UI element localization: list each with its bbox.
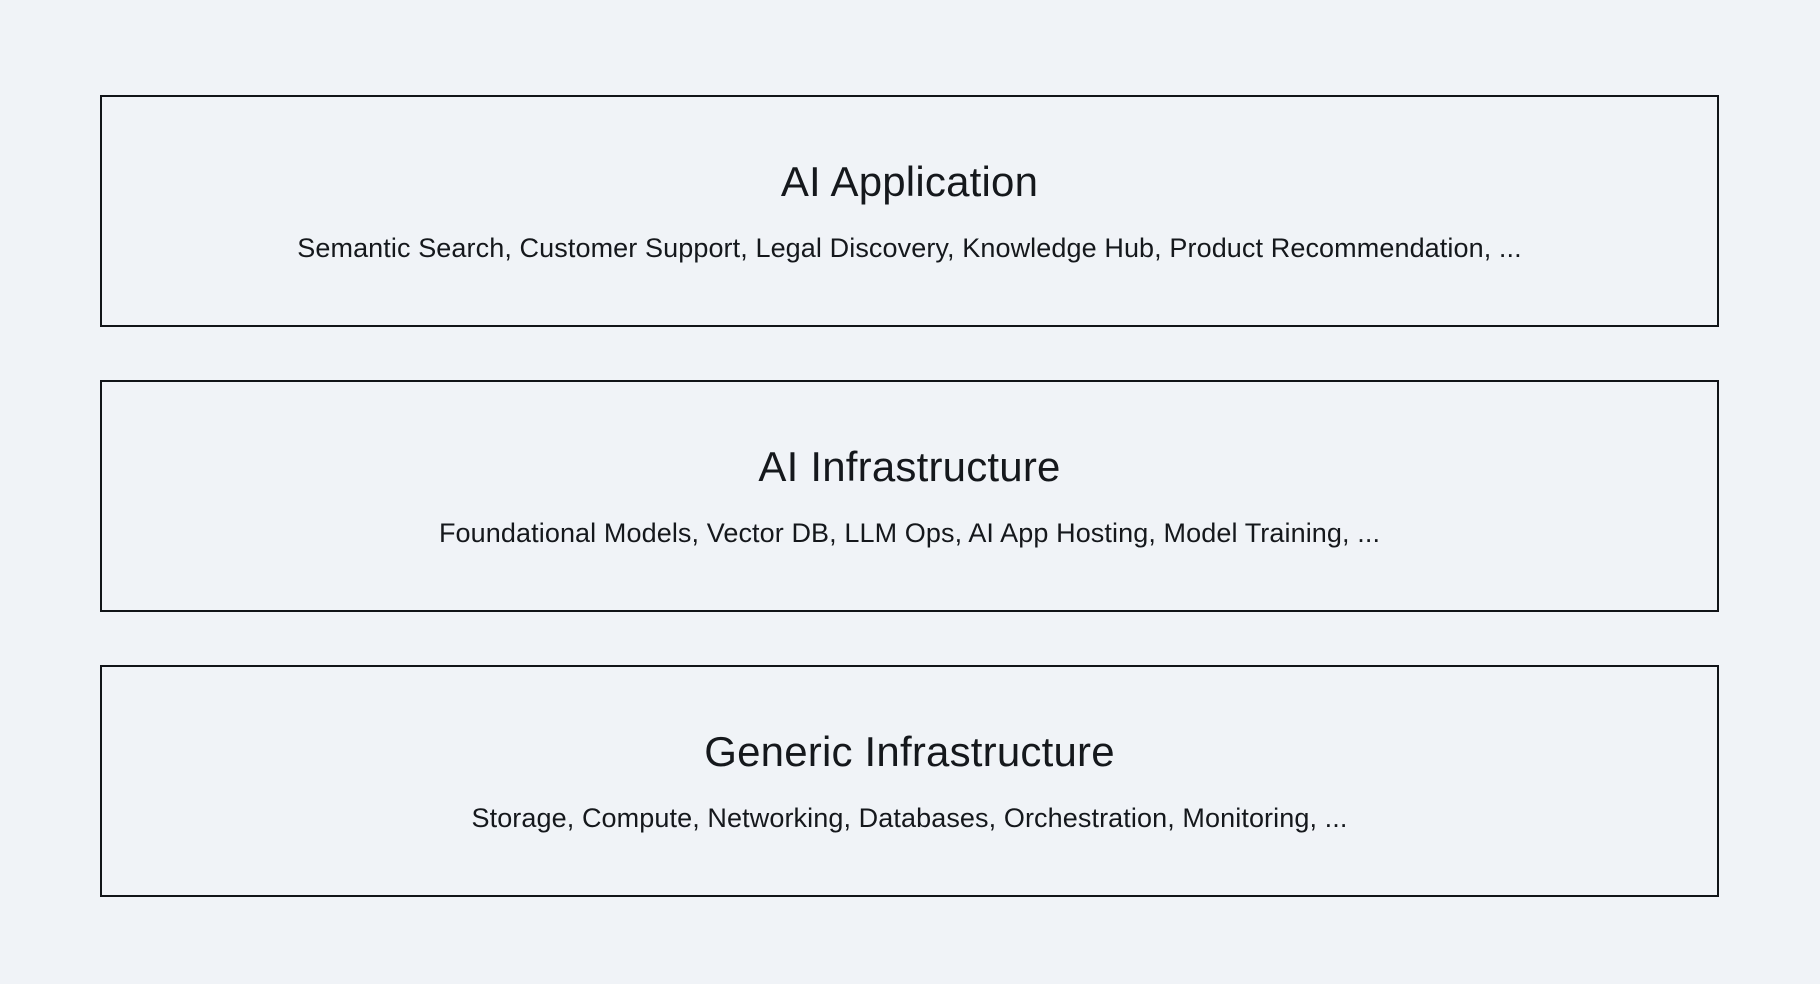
layer-subtitle: Semantic Search, Customer Support, Legal… xyxy=(297,232,1522,263)
layer-box-ai-infrastructure: AI Infrastructure Foundational Models, V… xyxy=(100,380,1719,612)
layer-subtitle: Foundational Models, Vector DB, LLM Ops,… xyxy=(438,517,1381,548)
layer-box-generic-infrastructure: Generic Infrastructure Storage, Compute,… xyxy=(100,665,1719,897)
layer-subtitle: Storage, Compute, Networking, Databases,… xyxy=(471,802,1348,833)
layer-title: AI Infrastructure xyxy=(758,442,1061,490)
layer-box-ai-application: AI Application Semantic Search, Customer… xyxy=(100,95,1719,327)
layer-title: Generic Infrastructure xyxy=(704,727,1115,775)
layer-title: AI Application xyxy=(780,157,1039,205)
